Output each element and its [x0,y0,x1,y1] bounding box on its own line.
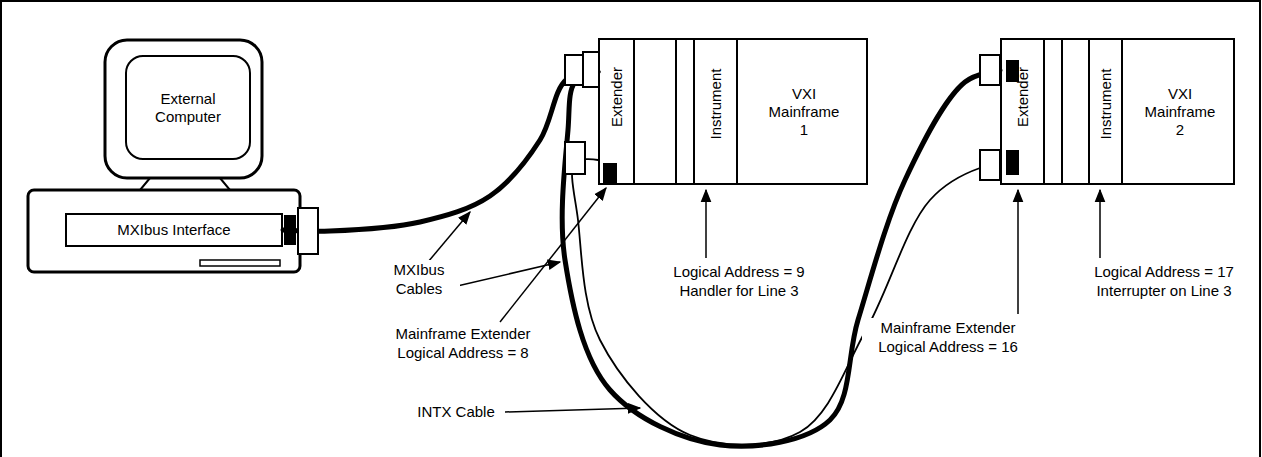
slot-divider [1061,38,1063,185]
callout-label: Mainframe Extender Logical Address = 16 [862,318,1034,358]
cable-plug [980,150,1000,180]
callout-label: MXIbus Cables [378,260,460,300]
leader-line [1099,190,1101,258]
monitor-housing [105,40,262,178]
cable-plug [980,55,1000,85]
node-text: MXIbus Interface [111,221,236,239]
monitor-stand [140,178,230,190]
node-text: Extender [608,67,626,127]
drive-slot [200,260,280,266]
vxi-mainframe: VXI Mainframe 1 Extender Instrument [598,38,868,185]
mxibus-cable [283,72,598,231]
monitor-screen: External Computer [125,55,251,160]
node-text: Instrument [1097,69,1115,140]
mxibus-cable [562,70,1000,446]
intx-cable [572,159,1000,445]
cable-plug [583,52,599,87]
leader-line [500,188,606,322]
leader-line [505,408,640,412]
callout-label: Logical Address = 17 Interrupter on Line… [1080,262,1248,302]
cable-plug [298,208,318,254]
node-text: External Computer [127,90,249,126]
extender-module: Extender [1000,38,1045,185]
callout-label: Logical Address = 9 Handler for Line 3 [658,262,820,302]
callout-label: Mainframe Extender Logical Address = 8 [380,324,546,364]
instrument-module: Instrument [693,38,738,185]
node-text: VXI Mainframe 2 [1140,85,1220,139]
cable-plug [565,142,585,174]
computer-base [28,190,300,272]
node-text: Instrument [707,69,725,140]
leader-line [705,190,707,258]
vxi-mainframe: VXI Mainframe 2 Extender Instrument [1000,38,1235,185]
port-block [1006,150,1019,175]
extender-module: Extender [598,38,635,185]
node-text: VXI Mainframe 1 [764,85,844,139]
callout-label: INTX Cable [408,402,504,423]
port-block [603,163,617,183]
leader-lines [428,188,1100,412]
instrument-module: Instrument [1088,38,1123,185]
interface-board: MXIbus Interface [65,213,283,247]
node-text: Extender [1014,67,1032,127]
leader-line [1017,190,1019,314]
slot-divider [675,38,677,185]
